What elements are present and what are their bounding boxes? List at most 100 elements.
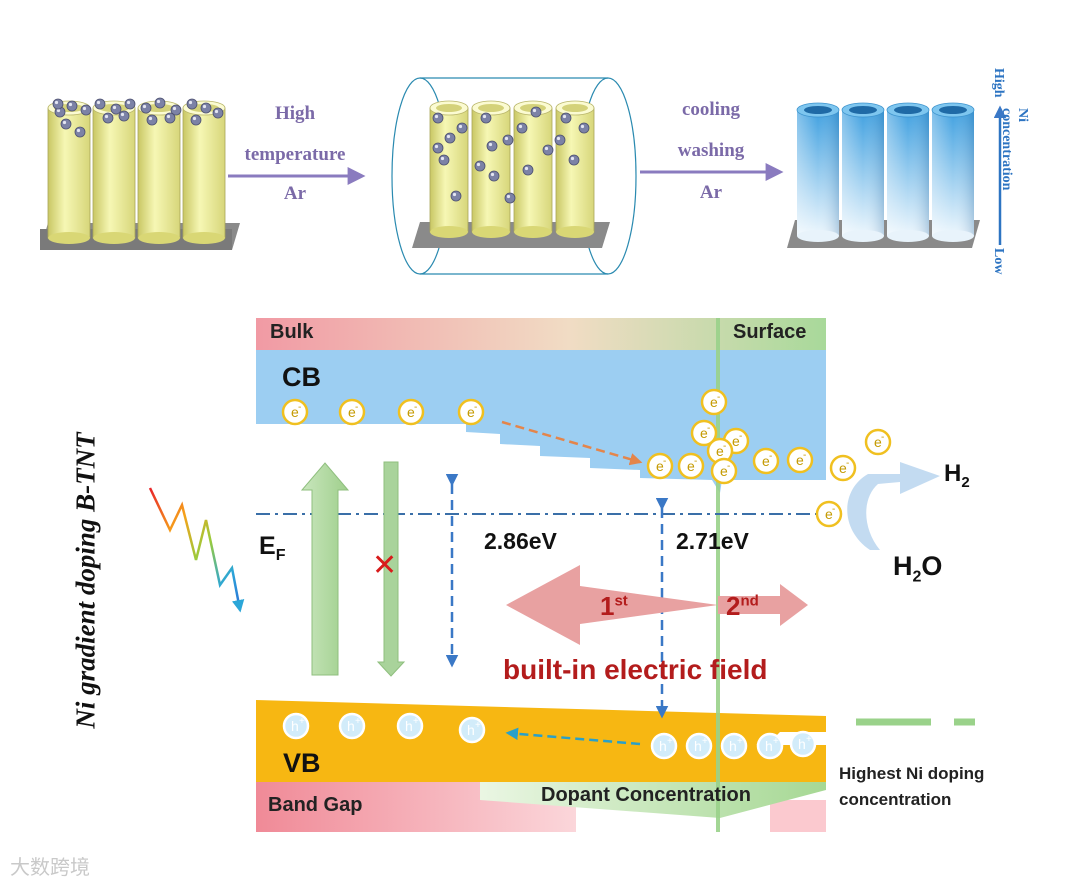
scale-title-label: Ni concentration — [998, 108, 1030, 190]
hole-label: h — [467, 722, 475, 738]
first-num: 1 — [600, 591, 614, 621]
h2o-to-h2-arrow — [847, 462, 940, 550]
ni-particle — [561, 113, 571, 123]
hole-charge: + — [355, 716, 361, 727]
electron-charge: - — [474, 402, 477, 413]
nanotube — [797, 103, 839, 242]
band-diagram: ✕ e-e-e-e-e-e-e-e-e-e-e-e-e-e-e-e- h+h+h… — [150, 318, 975, 832]
nanotube — [93, 101, 135, 244]
ni-particle — [191, 115, 201, 125]
electron-charge: - — [298, 402, 301, 413]
ni-particle — [451, 191, 461, 201]
hole: h+ — [758, 734, 782, 758]
scale-low-label: Low — [990, 248, 1006, 274]
band-gap-label: Band Gap — [268, 794, 362, 817]
electron-charge: - — [739, 431, 742, 442]
electron-charge: - — [723, 441, 726, 452]
hole: h+ — [687, 734, 711, 758]
electron-charge: - — [694, 456, 697, 467]
nanotube — [932, 103, 974, 242]
legend-line1: Highest Ni doping — [839, 764, 984, 784]
stage3-gradient-doped-array — [787, 103, 980, 248]
ni-particle — [569, 155, 579, 165]
surface-gap-value: 2.71eV — [676, 528, 749, 555]
scale-high-label: High — [990, 68, 1006, 98]
electron: e- — [702, 390, 726, 414]
ni-particle — [505, 193, 515, 203]
ni-particle — [489, 171, 499, 181]
recombination-arrow: ✕ — [372, 462, 404, 676]
nanotube — [138, 101, 180, 244]
electron-charge: - — [707, 423, 710, 434]
hole-charge: + — [413, 716, 419, 727]
ni-particle — [457, 123, 467, 133]
step2-label-line1: cooling — [656, 99, 766, 121]
hole-charge: + — [737, 736, 743, 747]
bulk-gap-value: 2.86eV — [484, 528, 557, 555]
hole-charge: + — [702, 736, 708, 747]
electron-charge: - — [881, 432, 884, 443]
ni-particle — [213, 108, 223, 118]
first-sup: st — [614, 592, 627, 609]
fermi-sub: F — [276, 547, 286, 564]
built-in-field-label: built-in electric field — [503, 654, 767, 686]
ni-particle — [201, 103, 211, 113]
hole: h+ — [340, 714, 364, 738]
ni-particle — [111, 104, 121, 114]
h2-sub: 2 — [961, 474, 969, 491]
electron: e- — [459, 400, 483, 424]
step1-label-line1: High — [240, 103, 350, 125]
ni-particle — [503, 135, 513, 145]
second-num: 2 — [726, 591, 740, 621]
ni-particle — [103, 113, 113, 123]
electron-charge: - — [663, 456, 666, 467]
hole-charge: + — [773, 736, 779, 747]
electron-charge: - — [727, 461, 730, 472]
second-field-label: 2nd — [726, 591, 759, 622]
hole-charge: + — [299, 716, 305, 727]
second-sup: nd — [740, 592, 758, 609]
h2-main: H — [944, 460, 961, 487]
ni-particle — [125, 99, 135, 109]
electron: e- — [399, 400, 423, 424]
nanotube — [556, 101, 594, 238]
stage1-nanotube-array — [40, 98, 240, 250]
electron: e- — [283, 400, 307, 424]
ni-particle — [433, 113, 443, 123]
hole: h+ — [652, 734, 676, 758]
electron-charge: - — [355, 402, 358, 413]
step1-label-line2: temperature — [230, 144, 360, 166]
electron: e- — [679, 454, 703, 478]
electron-charge: - — [832, 504, 835, 515]
ni-particle — [439, 155, 449, 165]
stage2-annealing-chamber — [392, 78, 636, 274]
blocked-cross-icon: ✕ — [372, 548, 397, 583]
ni-particle — [481, 113, 491, 123]
hole: h+ — [460, 718, 484, 742]
hole-label: h — [729, 738, 737, 754]
hole: h+ — [791, 732, 815, 756]
electron: e- — [788, 448, 812, 472]
ni-particle — [165, 113, 175, 123]
hole-label: h — [659, 738, 667, 754]
hole: h+ — [398, 714, 422, 738]
fermi-level-label: EF — [259, 532, 285, 565]
electron: e- — [831, 456, 855, 480]
ni-particle — [445, 133, 455, 143]
light-wave-icon — [150, 488, 240, 610]
h2o-tail: O — [921, 551, 942, 581]
hole-label: h — [347, 718, 355, 734]
hole-charge: + — [667, 736, 673, 747]
h2-label: H2 — [944, 460, 970, 491]
electron: e- — [712, 459, 736, 483]
watermark: 大数跨境 — [10, 851, 90, 880]
electron-charge: - — [717, 392, 720, 403]
vb-label: VB — [283, 748, 321, 779]
fermi-main: E — [259, 532, 276, 560]
hole-label: h — [765, 738, 773, 754]
h2o-main: H — [893, 551, 913, 581]
ni-particle — [523, 165, 533, 175]
dopant-concentration-label: Dopant Concentration — [541, 784, 751, 807]
nanotube — [183, 101, 225, 244]
electron-charge: - — [769, 451, 772, 462]
